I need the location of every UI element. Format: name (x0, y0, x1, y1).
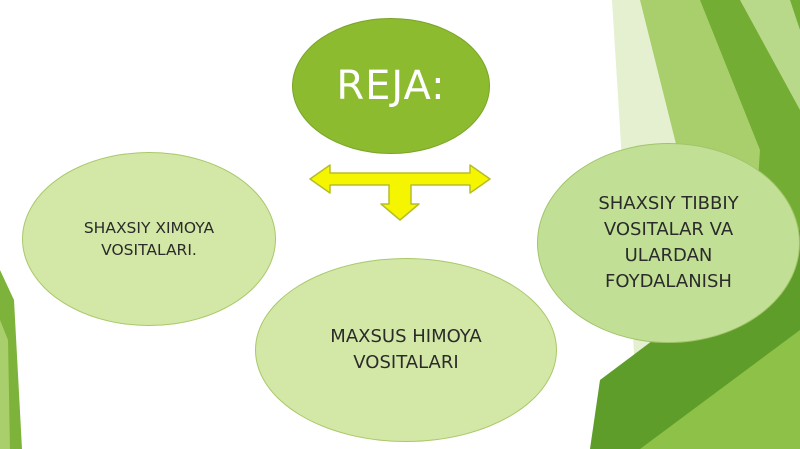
arrow-shape (309, 164, 491, 221)
item-ellipse-special-protection: MAXSUS HIMOYA VOSITALARI (255, 258, 557, 442)
decor-shape-left-light (0, 320, 10, 449)
item-label: SHAXSIY XIMOYA VOSITALARI. (83, 219, 215, 259)
title-ellipse: REJA: (292, 18, 490, 154)
item-ellipse-personal-protection: SHAXSIY XIMOYA VOSITALARI. (22, 152, 276, 326)
decor-shape-right-top-light (740, 0, 800, 110)
item-label: SHAXSIY TIBBIY VOSITALAR VA ULARDAN FOYD… (598, 193, 739, 292)
title-text: REJA: (336, 63, 446, 109)
decor-shape-right-bottom-light (640, 330, 800, 449)
item-ellipse-medical-means: SHAXSIY TIBBIY VOSITALAR VA ULARDAN FOYD… (537, 143, 800, 343)
three-way-arrow (309, 164, 491, 221)
item-label: MAXSUS HIMOYA VOSITALARI (330, 326, 482, 373)
